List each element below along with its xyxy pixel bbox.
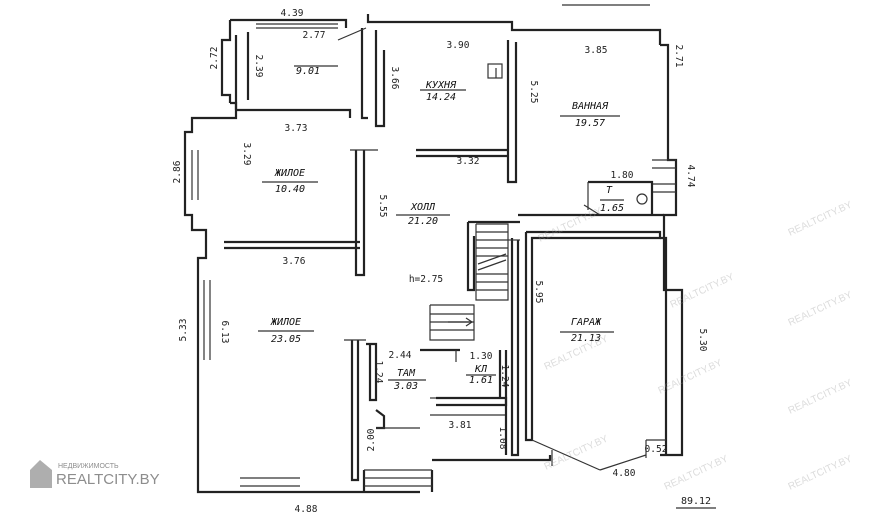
- living-1-name: ЖИЛОЕ: [274, 168, 305, 179]
- watermark-5: REALTCITY.BY: [787, 377, 855, 416]
- hall-area: 21.20: [408, 216, 438, 227]
- dim-180: 1.80: [611, 170, 634, 181]
- watermark-7: REALTCITY.BY: [663, 453, 731, 492]
- dim-376: 3.76: [283, 256, 306, 267]
- dim-108: 1.08: [497, 427, 508, 450]
- hall-name: ХОЛЛ: [410, 202, 436, 213]
- closet-name: КЛ: [474, 364, 488, 375]
- dim-373: 3.73: [285, 123, 308, 134]
- room-top-left-area: 9.01: [296, 66, 320, 77]
- dim-272: 2.72: [209, 47, 220, 70]
- dim-271: 2.71: [673, 45, 684, 68]
- wc-name: Т: [606, 185, 613, 196]
- watermarks: REALTCITY.BY REALTCITY.BY REALTCITY.BY R…: [537, 199, 855, 492]
- bathroom-name: ВАННАЯ: [572, 101, 609, 112]
- dim-130: 1.30: [470, 351, 493, 362]
- dim-595: 5.95: [533, 281, 544, 304]
- dim-329: 3.29: [241, 143, 252, 166]
- living-2-area: 23.05: [271, 334, 301, 345]
- realtcity-logo: НЕДВИЖИМОСТЬ REALTCITY.BY: [30, 460, 160, 488]
- vestibule-area: 3.03: [393, 381, 418, 392]
- watermark-8: REALTCITY.BY: [787, 453, 855, 492]
- dim-200: 2.00: [366, 428, 377, 451]
- kitchen-area: 14.24: [426, 92, 456, 103]
- total-area: 89.12: [681, 496, 711, 507]
- closet-area: 1.61: [469, 375, 493, 386]
- dim-332: 3.32: [457, 156, 480, 167]
- garage-area: 21.13: [571, 333, 601, 344]
- room-labels: 9.01 КУХНЯ 14.24 ВАННАЯ 19.57 ЖИЛОЕ 10.4…: [258, 65, 624, 392]
- logo-big-text: REALTCITY.BY: [56, 471, 160, 488]
- dim-488: 4.88: [295, 504, 318, 515]
- dimension-labels: 4.39 2.77 2.72 2.39 3.73 3.66 3.90 5.25 …: [172, 8, 708, 515]
- living-2-name: ЖИЛОЕ: [270, 317, 301, 328]
- vestibule-name: ТАМ: [397, 368, 416, 379]
- bathroom-area: 19.57: [575, 118, 605, 129]
- watermark-2: REALTCITY.BY: [787, 289, 855, 328]
- watermark-10: REALTCITY.BY: [787, 199, 855, 238]
- dim-height: h=2.75: [409, 274, 443, 285]
- living-1-area: 10.40: [275, 184, 305, 195]
- dim-366: 3.66: [389, 67, 400, 90]
- wc-area: 1.65: [600, 203, 624, 214]
- dim-525: 5.25: [528, 81, 539, 104]
- dim-533: 5.33: [178, 319, 189, 342]
- dim-439: 4.39: [281, 8, 304, 19]
- logo-small-text: НЕДВИЖИМОСТЬ: [58, 463, 119, 470]
- dim-239: 2.39: [253, 55, 264, 78]
- dim-286: 2.86: [172, 160, 183, 183]
- dim-530: 5.30: [697, 329, 708, 352]
- dim-124: 1.24: [373, 361, 384, 384]
- kitchen-name: КУХНЯ: [425, 80, 457, 91]
- dim-385: 3.85: [585, 45, 608, 56]
- dim-052: 0.52: [645, 444, 668, 455]
- house-icon: [30, 460, 52, 488]
- dim-381: 3.81: [449, 420, 472, 431]
- watermark-6: REALTCITY.BY: [543, 433, 611, 472]
- dim-277: 2.77: [303, 30, 326, 41]
- dim-244: 2.44: [389, 350, 412, 361]
- garage-name: ГАРАЖ: [571, 317, 602, 328]
- inner-walls: [191, 27, 676, 482]
- dim-390: 3.90: [447, 40, 470, 51]
- dim-124b: 1.24: [499, 365, 510, 388]
- dim-555: 5.55: [377, 195, 388, 218]
- dim-480: 4.80: [613, 468, 636, 479]
- dim-613: 6.13: [219, 321, 230, 344]
- dim-474: 4.74: [685, 165, 696, 188]
